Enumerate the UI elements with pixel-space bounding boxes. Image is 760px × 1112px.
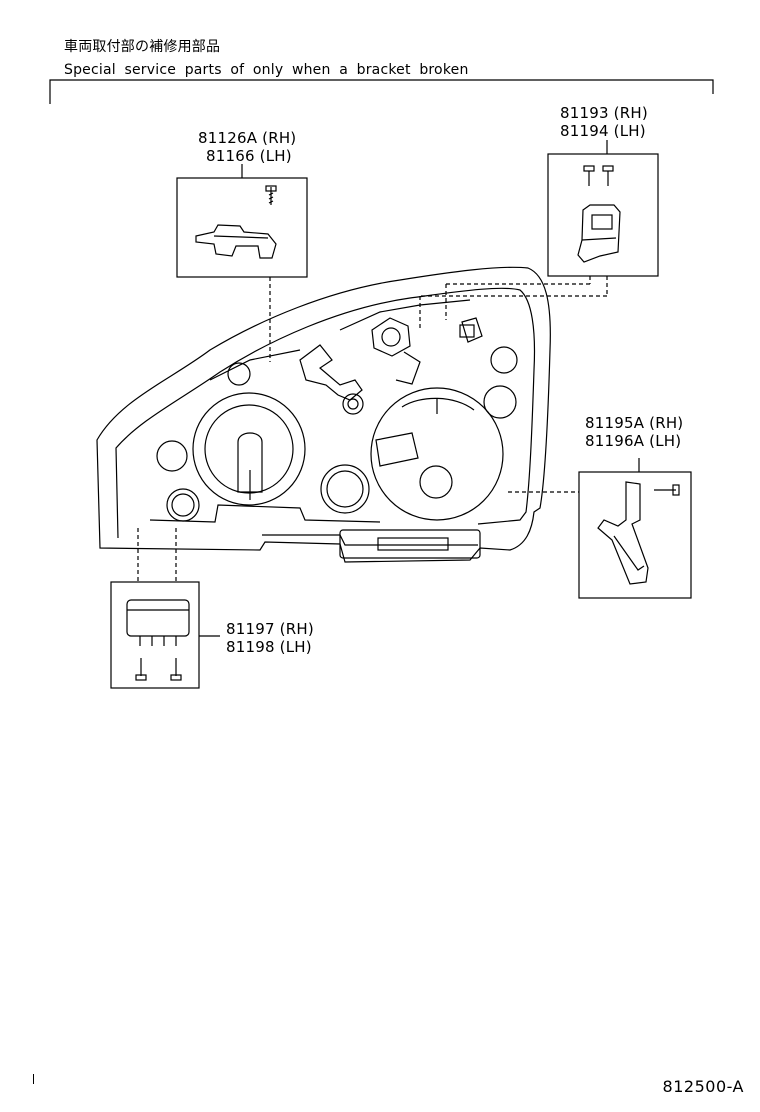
- headlamp-housing: [96, 266, 551, 563]
- callout-81198-lh: 81198 (LH): [226, 638, 312, 656]
- callout-81166-lh: 81166 (LH): [206, 147, 292, 165]
- callout-81195A-rh: 81195A (RH): [585, 414, 684, 432]
- box-mid-right: [578, 458, 692, 599]
- low-beam-socket: [192, 392, 306, 506]
- callout-81126A-rh: 81126A (RH): [198, 129, 297, 147]
- header-bracket-line: [49, 79, 714, 104]
- small-sockets: [156, 346, 518, 522]
- header-japanese: 車両取付部の補修用部品: [64, 39, 221, 55]
- box-top-right: [547, 140, 659, 277]
- aim-adjuster: [299, 317, 483, 401]
- page-tick-mark: [33, 1074, 34, 1084]
- box-top-left: [176, 164, 308, 278]
- box-bottom-left: [110, 581, 220, 689]
- high-beam-socket: [370, 387, 504, 521]
- callout-81197-rh: 81197 (RH): [226, 620, 314, 638]
- callout-81194-lh: 81194 (LH): [560, 122, 646, 140]
- dashed-leaders: [137, 276, 608, 582]
- figure-code: 812500-A: [662, 1077, 744, 1096]
- callout-81193-rh: 81193 (RH): [560, 104, 648, 122]
- header-english: Special service parts of only when a bra…: [64, 62, 469, 78]
- callout-81196A-lh: 81196A (LH): [585, 432, 682, 450]
